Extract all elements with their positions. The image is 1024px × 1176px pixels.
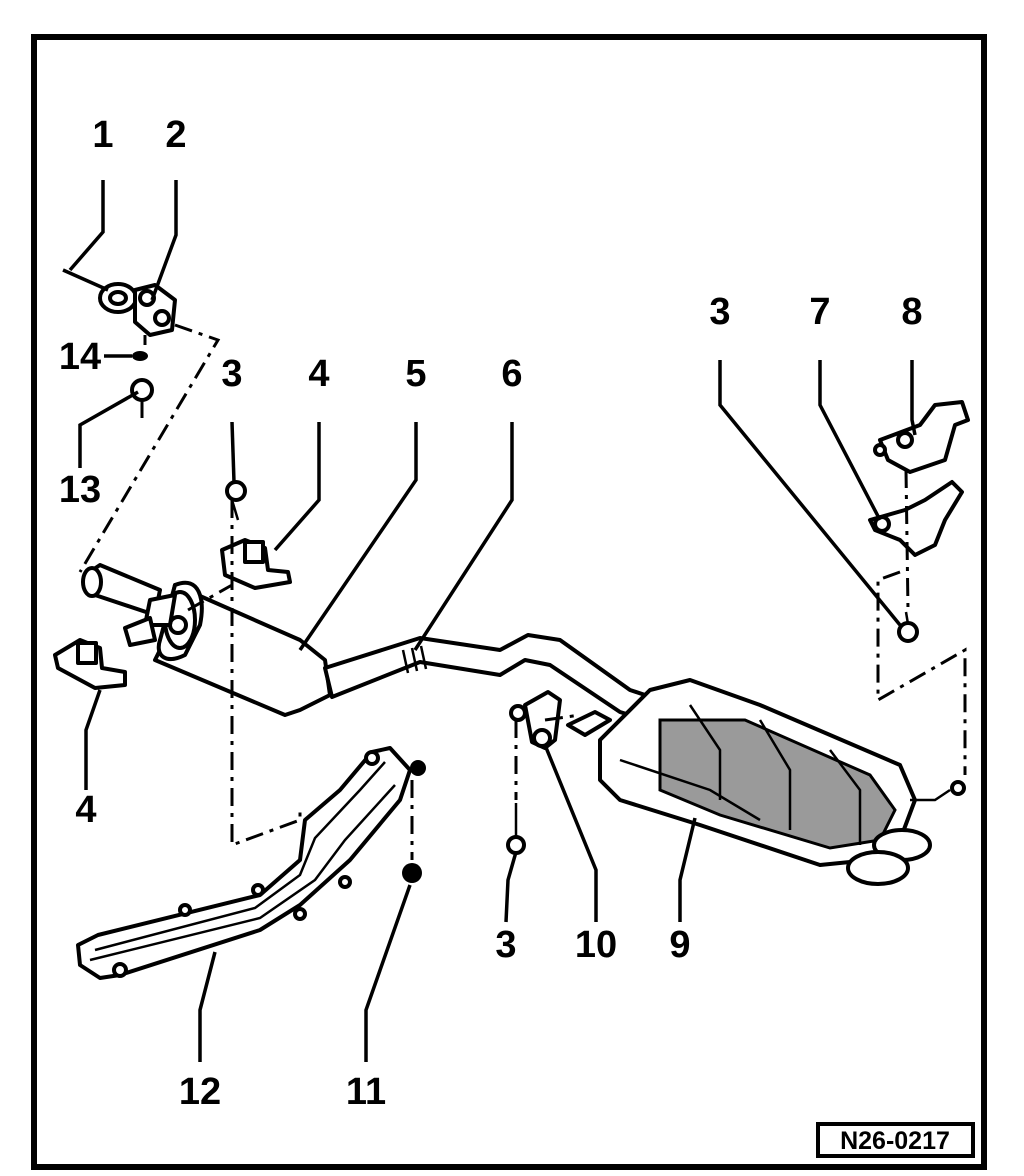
figure-code-tag: N26-0217	[816, 1122, 975, 1158]
callout-14: 14	[59, 336, 101, 378]
nut-13	[130, 378, 154, 402]
callout-6: 6	[501, 353, 522, 395]
clamp-2	[133, 283, 177, 337]
callout-1: 1	[92, 114, 113, 156]
clamp-10	[509, 690, 612, 750]
bolt-3-rear	[897, 611, 919, 643]
callout-9: 9	[669, 924, 690, 966]
callout-2: 2	[165, 114, 186, 156]
front-silencer	[81, 563, 332, 717]
callout-10: 10	[575, 924, 617, 966]
heat-shield-front	[76, 746, 412, 980]
mount-bracket-4-upper	[220, 538, 292, 590]
assembly-lines	[78, 323, 967, 860]
callout-3-left: 3	[221, 353, 242, 395]
callout-5: 5	[405, 353, 426, 395]
nut-11	[402, 760, 426, 883]
callout-12: 12	[179, 1071, 221, 1113]
bolt-3-left	[225, 480, 247, 521]
figure-code: N26-0217	[840, 1127, 950, 1155]
rear-hanger-8	[873, 400, 970, 474]
callout-13: 13	[59, 469, 101, 511]
callout-4-lower: 4	[75, 789, 96, 831]
callout-11: 11	[346, 1071, 386, 1113]
callout-3-rear: 3	[709, 291, 730, 333]
callout-4-upper: 4	[308, 353, 329, 395]
rear-silencer	[598, 678, 966, 886]
rear-hanger-7	[868, 480, 964, 557]
leader-lines	[62, 180, 917, 1062]
callout-8: 8	[901, 291, 922, 333]
diagram-frame	[31, 34, 987, 1170]
callout-7: 7	[809, 291, 830, 333]
exhaust-pipe	[323, 633, 662, 724]
callout-labels: 1 2 14 13 3 4 5 6 4 3 7 8 3 10 9 12 11	[59, 114, 923, 1113]
mount-bracket-4-lower	[53, 638, 127, 690]
bolt-3-bottom	[506, 803, 526, 855]
washer-14	[132, 351, 148, 361]
callout-3-bottom: 3	[495, 924, 516, 966]
